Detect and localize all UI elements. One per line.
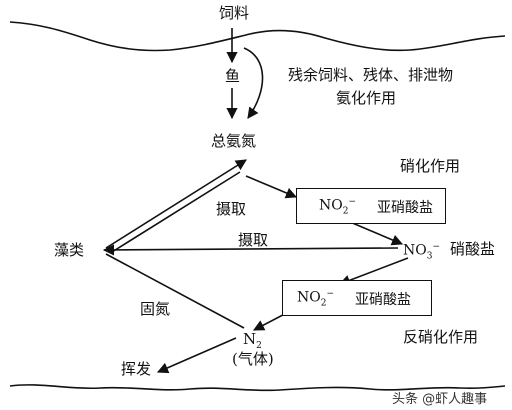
gas-label: (气体) [232, 350, 274, 368]
feed-label: 饲料 [219, 4, 250, 22]
nitrite-to-nitrate-arrow [349, 221, 404, 246]
nitrite-name-lower: 亚硝酸盐 [355, 292, 411, 308]
nitrite-formula-upper: NO2− [319, 197, 357, 217]
nitrate-to-algae-arrow [102, 244, 399, 256]
watermark: 头条 @虾人趣事 [392, 392, 488, 407]
ammonification-label: 氨化作用 [336, 89, 397, 107]
n2-to-volatilize-arrow [156, 337, 237, 374]
denitrification-label: 反硝化作用 [403, 328, 479, 346]
uptake-middle-label: 摄取 [238, 231, 269, 249]
volatilize-label: 挥发 [121, 360, 152, 378]
total-ammonia-label: 总氨氮 [211, 132, 257, 150]
nitrite-box-lower: NO2− 亚硝酸盐 [282, 280, 432, 316]
residue-curve-arrow [243, 47, 264, 119]
nitrite-formula-lower: NO2− [297, 289, 335, 309]
nitrite-name-upper: 亚硝酸盐 [377, 200, 433, 216]
nitrogen-fixation-label: 固氮 [140, 300, 171, 318]
ammonia-to-nitrite-arrow [245, 175, 298, 199]
residue-label: 残余饲料、残体、排泄物 [288, 66, 454, 84]
nitrate-name: 硝酸盐 [450, 240, 496, 258]
nitrate-formula: NO3− [403, 242, 441, 262]
nitrate-to-lower-nitrite-arrow [338, 257, 409, 286]
nitrification-label: 硝化作用 [400, 157, 461, 175]
pond-bottom-line [9, 384, 506, 392]
algae-ammonia-line-b [111, 171, 241, 253]
fish-label: 鱼 [225, 67, 241, 85]
n2-formula: N2 [243, 330, 262, 351]
algae-ammonia-line-a [105, 159, 247, 249]
nitrite-box-upper: NO2− 亚硝酸盐 [296, 188, 446, 224]
algae-to-n2-line [105, 253, 245, 329]
uptake-upper-label: 摄取 [216, 200, 247, 218]
algae-label: 藻类 [54, 241, 85, 259]
water-surface-line [9, 21, 506, 52]
